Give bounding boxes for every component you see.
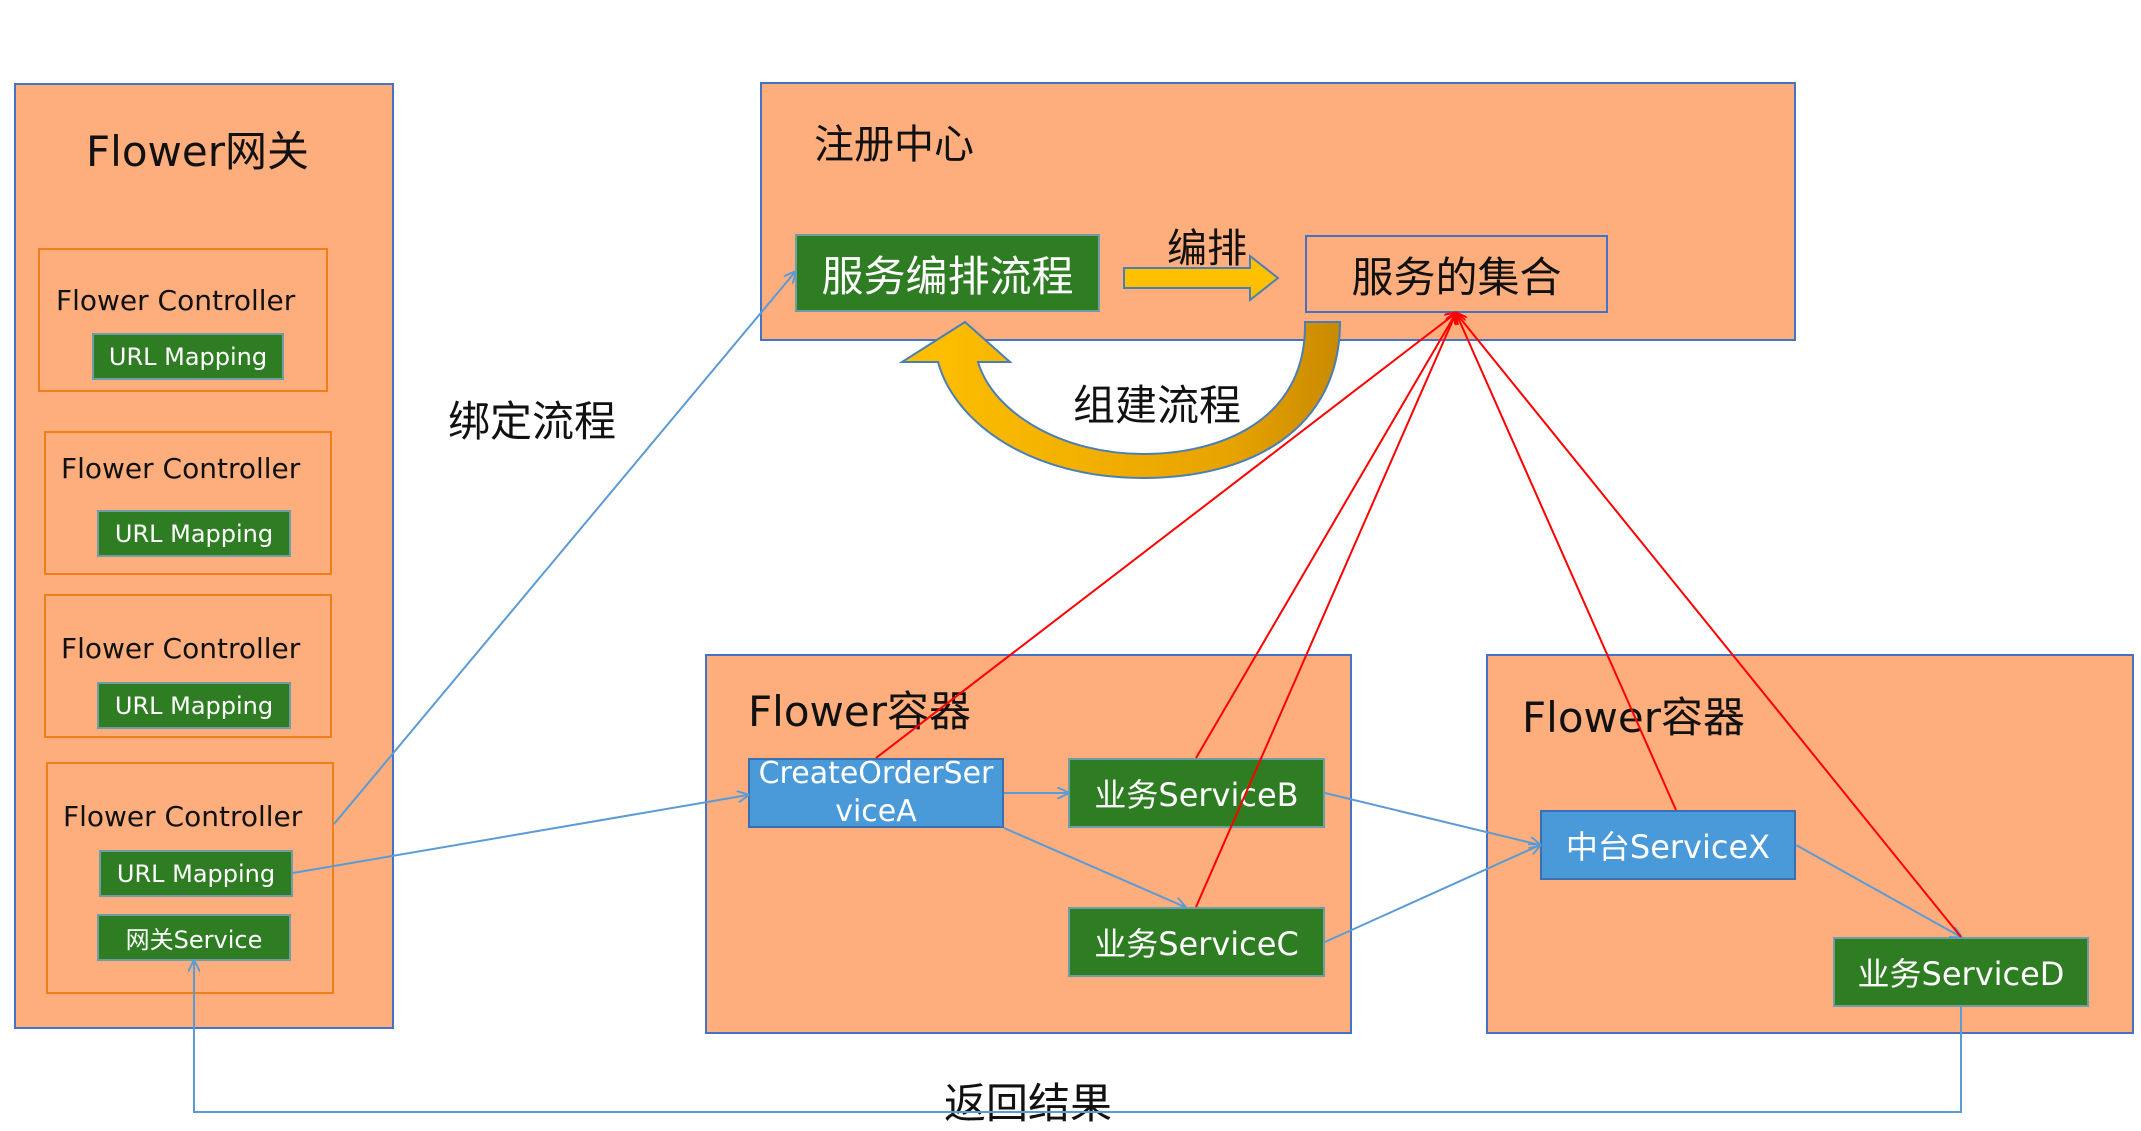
a-to-c-arrow [1003,827,1185,907]
return-result-label: 返回结果 [944,1079,1113,1128]
flower-controller-1-title: Flower Controller [56,284,296,317]
flower-controller-4-title: Flower Controller [63,800,303,833]
a-register-line [875,313,1456,759]
gateway-title: Flower网关 [86,127,309,176]
flower-container-2-title: Flower容器 [1522,693,1745,742]
flower-container-1-title: Flower容器 [748,687,971,736]
c-register-line [1195,313,1456,908]
flower-controller-2-title: Flower Controller [61,452,301,485]
registry-title: 注册中心 [814,122,974,168]
url-mapping-2: URL Mapping [97,510,291,557]
b-to-x-arrow [1324,792,1540,845]
url-mapping-3: URL Mapping [97,682,291,729]
d-register-line [1456,313,1962,938]
flower-controller-3-title: Flower Controller [61,632,301,665]
orchestrate-arrow [1123,253,1280,303]
build-flow-curved-arrow [898,320,1342,480]
return-result-arrow [194,961,1962,1113]
x-to-d-arrow [1795,844,1961,937]
gateway-service: 网关Service [97,914,291,961]
bind-flow-arrow [333,272,795,825]
x-register-line [1456,313,1677,811]
create-order-service-a-label: CreateOrderServiceA [758,756,994,829]
create-order-service-a: CreateOrderServiceA [748,756,1004,829]
mapping-to-service-a-arrow [292,795,748,874]
url-mapping-4: URL Mapping [99,850,293,897]
flow-orchestration-box: 服务编排流程 [795,234,1100,312]
url-mapping-1: URL Mapping [92,333,284,380]
bind-flow-label: 绑定流程 [448,397,617,446]
c-to-x-arrow [1324,845,1540,943]
business-service-d: 业务ServiceD [1833,937,2089,1007]
business-service-c: 业务ServiceC [1068,907,1325,977]
orchestrate-label: 编排 [1167,226,1247,272]
b-register-line [1195,313,1456,759]
build-flow-label: 组建流程 [1073,381,1242,430]
middle-platform-service-x: 中台ServiceX [1540,810,1796,880]
